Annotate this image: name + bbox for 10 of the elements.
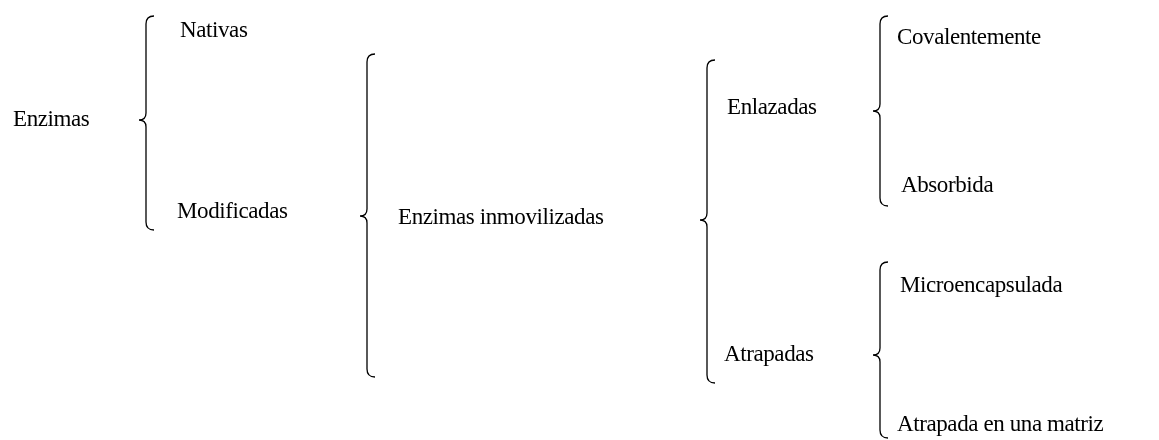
category-label: Covalentemente <box>897 24 1041 50</box>
category-label: Atrapada en una matriz <box>897 411 1104 437</box>
category-label: Enzimas inmovilizadas <box>398 204 604 230</box>
category-label: Enzimas <box>13 106 90 132</box>
category-label: Absorbida <box>901 172 994 198</box>
category-label: Enlazadas <box>727 94 817 120</box>
category-label: Atrapadas <box>724 341 814 367</box>
category-label: Modificadas <box>177 198 288 224</box>
category-label: Nativas <box>180 17 248 43</box>
category-label: Microencapsulada <box>900 272 1063 298</box>
